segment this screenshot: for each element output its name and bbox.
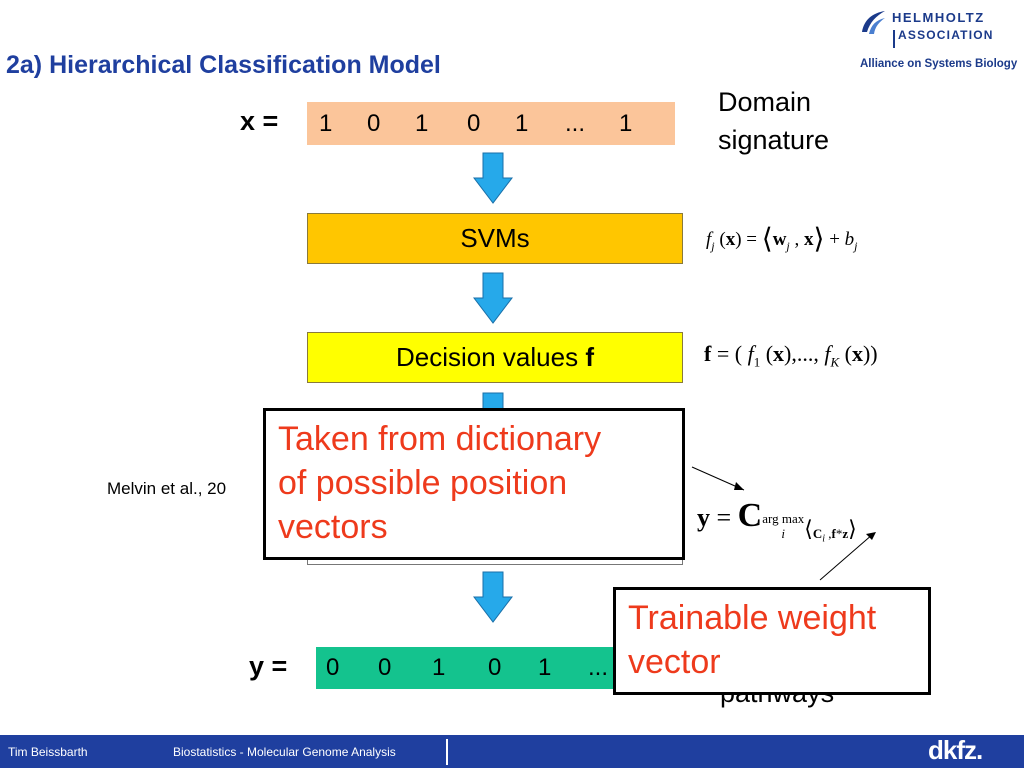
x-vector-cell: 0 <box>467 109 481 137</box>
y-vector: 0 0 1 0 1 ... <box>316 647 626 689</box>
footer-bar: Tim Beissbarth Biostatistics - Molecular… <box>0 735 1024 768</box>
x-vector: 1 0 1 0 1 ... 1 <box>307 102 675 145</box>
x-vector-cell: 1 <box>515 109 529 137</box>
footer-divider <box>446 739 448 765</box>
callout-line: Taken from dictionary <box>278 420 602 458</box>
logo-tagline: Alliance on Systems Biology <box>860 58 1018 70</box>
weight-callout: Trainable weight vector <box>613 587 931 695</box>
y-vector-cell: 1 <box>432 654 446 681</box>
svms-box: SVMs <box>307 213 683 264</box>
arrowhead-icon <box>866 532 876 540</box>
dictionary-callout: Taken from dictionary of possible positi… <box>263 408 685 560</box>
callout-line: Trainable weight <box>628 599 877 637</box>
x-vector-cell: 1 <box>319 109 333 137</box>
callout-line: of possible position <box>278 464 568 502</box>
helmholtz-logo: HELMHOLTZ ASSOCIATION Alliance on System… <box>858 6 1024 76</box>
domain-signature-line-2: signature <box>718 125 830 155</box>
svm-formula: fj (x) = ⟨wj , x⟩ + bj <box>706 224 858 255</box>
dkfz-logo: dkfz. <box>928 735 983 765</box>
logo-divider <box>893 30 895 48</box>
decision-symbol: f <box>585 342 594 372</box>
y-vector-cell: ... <box>588 654 609 681</box>
citation: Melvin et al., 20 <box>107 479 227 498</box>
decision-formula: f = ( f1 (x),..., fK (x)) <box>704 341 878 370</box>
callout-line: vectors <box>278 508 388 546</box>
logo-line-1: HELMHOLTZ <box>892 10 985 25</box>
callout-line: vector <box>628 643 721 681</box>
x-vector-cell: ... <box>565 109 586 137</box>
y-vector-cell: 1 <box>538 654 552 681</box>
y-label: y = <box>249 651 288 681</box>
domain-signature-line-1: Domain <box>718 87 812 117</box>
footer-author: Tim Beissbarth <box>8 745 88 759</box>
down-arrow-icon <box>473 152 513 204</box>
logo-line-2: ASSOCIATION <box>898 28 994 42</box>
y-vector-cell: 0 <box>326 654 340 681</box>
domain-signature-label: Domain signature <box>718 83 829 159</box>
y-vector-cell: 0 <box>378 654 392 681</box>
helmholtz-mark-icon <box>862 11 885 34</box>
down-arrow-icon <box>473 571 513 623</box>
x-label: x = <box>240 106 279 136</box>
x-vector-cell: 1 <box>619 109 633 137</box>
arrowhead-icon <box>734 482 744 490</box>
page-title: 2a) Hierarchical Classification Model <box>6 51 441 79</box>
footer-course: Biostatistics - Molecular Genome Analysi… <box>173 745 396 759</box>
decision-values-label: Decision values <box>396 342 579 372</box>
pointer-lines <box>691 466 876 581</box>
x-vector-cell: 0 <box>367 109 381 137</box>
decision-values-box: Decision values f <box>307 332 683 383</box>
x-vector-cell: 1 <box>415 109 429 137</box>
down-arrow-icon <box>473 272 513 324</box>
y-vector-cell: 0 <box>488 654 502 681</box>
